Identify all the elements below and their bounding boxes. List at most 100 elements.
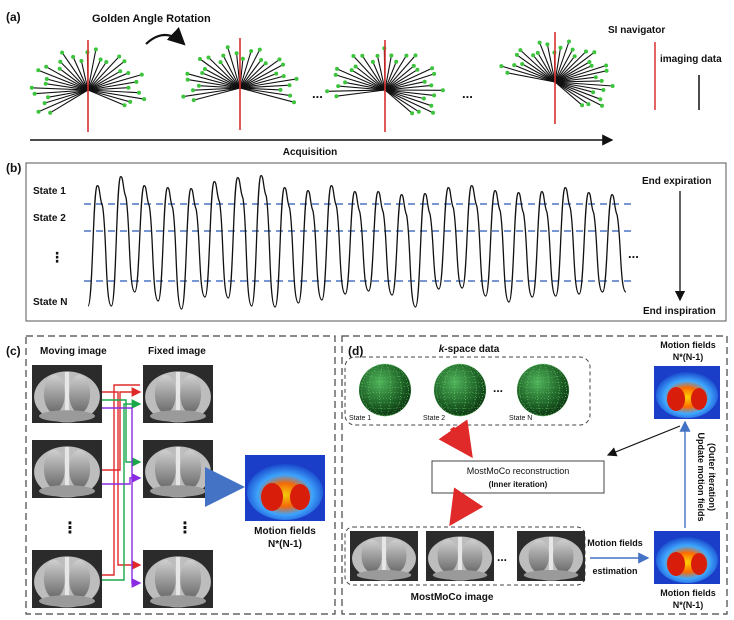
- fan-spoke-tip: [44, 77, 49, 81]
- fan-spoke: [516, 54, 556, 83]
- fan-spoke-tip: [104, 60, 109, 64]
- fan-spoke-tip: [514, 52, 519, 57]
- fan-spoke-tip: [225, 45, 230, 50]
- fan-spoke: [344, 81, 386, 91]
- moving-image-2: [32, 440, 102, 498]
- fan-spoke-tip: [558, 45, 563, 50]
- fan-spoke: [361, 55, 386, 91]
- fan-spoke-tip: [202, 67, 207, 71]
- fan-spoke: [80, 60, 89, 91]
- fan-spoke-tip: [389, 53, 394, 58]
- moving-image-1: [32, 365, 102, 423]
- fan-spoke: [384, 84, 432, 91]
- fan-spoke-tip: [429, 83, 434, 88]
- fan-spoke: [61, 52, 89, 91]
- fan-spoke: [554, 80, 602, 83]
- state-2-label: State 2: [33, 213, 66, 224]
- fan-spoke-tip: [587, 60, 592, 64]
- recon-to-image-arrow: [449, 487, 484, 527]
- recon-line1: MostMoCo reconstruction: [467, 466, 570, 476]
- radial-fans: [29, 32, 615, 132]
- fan-spoke-tip: [36, 109, 41, 114]
- fixed-image-label: Fixed image: [148, 346, 206, 357]
- end-expiration-label: End expiration: [642, 176, 711, 187]
- fan-spoke: [239, 73, 277, 89]
- fan-spoke: [38, 69, 89, 91]
- fan-spoke: [222, 55, 241, 89]
- fan-spoke: [351, 69, 386, 91]
- mostmoco-image-1: [350, 531, 418, 581]
- fan-spoke: [87, 89, 125, 106]
- fan-spoke: [44, 89, 89, 104]
- fan-spoke: [532, 54, 556, 83]
- fan-spoke: [204, 68, 241, 89]
- fan-spoke: [384, 55, 392, 91]
- fan-spoke-tip: [604, 68, 609, 73]
- fan-spoke: [372, 61, 386, 91]
- fan-spoke-tip: [185, 71, 190, 76]
- fan-spoke-tip: [537, 40, 542, 45]
- respiratory-trace: [87, 175, 627, 310]
- end-inspiration-label: End inspiration: [643, 306, 716, 317]
- fan-spoke-tip: [360, 53, 365, 58]
- fan-spoke: [327, 89, 386, 92]
- fan-spoke-tip: [586, 102, 591, 107]
- fan-spoke: [87, 72, 129, 91]
- fan-spoke-tip: [591, 90, 596, 95]
- fan-spoke: [34, 89, 89, 95]
- panel-b-label: (b): [6, 161, 21, 175]
- fan-spoke-tip: [512, 63, 517, 68]
- mri-thumbnails-c: [32, 365, 213, 608]
- fan-spoke-tip: [429, 103, 434, 108]
- fan-spoke-tip: [137, 90, 141, 95]
- fan-spoke-tip: [42, 101, 47, 106]
- fan-spoke: [513, 64, 556, 83]
- kspace-spheres: [358, 363, 570, 417]
- motion-top-line1: Motion fields: [660, 340, 716, 350]
- fan-spoke-tip: [589, 63, 594, 68]
- legend-si-navigator: SI navigator: [608, 25, 665, 36]
- fan-spoke: [183, 87, 241, 98]
- moving-image-label: Moving image: [40, 346, 107, 357]
- fan-spoke-tip: [43, 81, 48, 86]
- fan-spoke-tip: [567, 39, 571, 44]
- fan-spoke-tip: [60, 50, 65, 55]
- purple-connector-1: [102, 407, 142, 588]
- panel-c-frame: [25, 335, 336, 615]
- fan-spoke: [355, 66, 386, 91]
- fan-spoke: [87, 87, 129, 91]
- fan-spoke: [554, 81, 603, 107]
- fan-spoke: [87, 56, 120, 91]
- fan-spoke-tip: [240, 56, 245, 61]
- fan-spoke: [554, 41, 570, 83]
- fan-spoke-tip: [593, 75, 598, 80]
- fan-spoke-tip: [572, 54, 577, 59]
- fan-spoke-tip: [44, 64, 49, 69]
- fan-spoke-tip: [274, 71, 279, 76]
- fan-1: [29, 40, 147, 132]
- fan-spoke: [201, 72, 241, 89]
- mostmoco-image-2: [426, 531, 494, 581]
- fan-spoke-tip: [206, 55, 211, 60]
- sphere-label-state-n: State N: [509, 415, 532, 422]
- fan-spoke: [384, 69, 418, 91]
- fan-spoke: [239, 78, 297, 89]
- fan-spoke: [338, 85, 386, 91]
- fan-spoke-tip: [416, 109, 421, 114]
- fan-spoke: [384, 61, 397, 91]
- fan-spoke-tip: [117, 54, 122, 59]
- fan-spoke-tip: [221, 53, 226, 58]
- motion-fields-c-line2: N*(N-1): [268, 539, 302, 550]
- fan-spoke-tip: [535, 50, 540, 55]
- fan-spoke: [554, 55, 576, 83]
- fan-spoke: [239, 75, 284, 89]
- motion-field-map-c: [245, 455, 325, 521]
- fan-spoke-tip: [196, 83, 201, 88]
- sphere-ellipsis: ...: [493, 381, 503, 395]
- fan-spoke-tip: [32, 91, 37, 96]
- fan-spoke: [384, 55, 407, 91]
- fan-spoke-tip: [411, 63, 416, 68]
- fan-spoke-tip: [292, 100, 296, 105]
- fan-spoke-tip: [126, 85, 131, 90]
